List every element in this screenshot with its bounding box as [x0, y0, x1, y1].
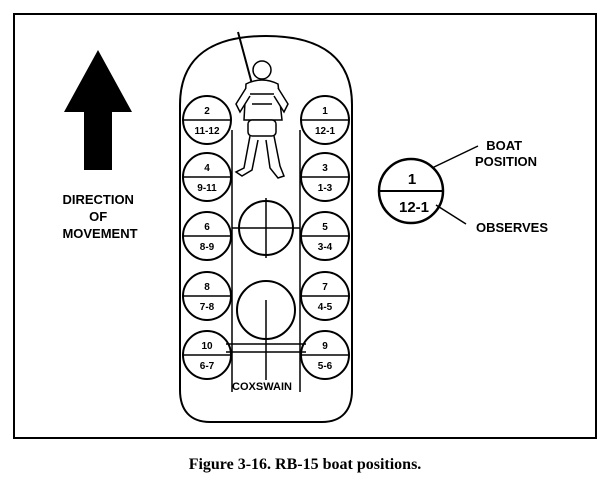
seat-observes-sector: 11-12: [194, 126, 219, 137]
seat-position-number: 9: [322, 341, 328, 352]
seat-position-number: 6: [204, 222, 210, 233]
legend-position-value: 1: [408, 171, 416, 188]
seat-position-10: 10 6-7: [182, 330, 232, 380]
boat-hull: [179, 34, 353, 423]
seat-observes-sector: 1-3: [318, 183, 333, 194]
seat-position-3: 3 1-3: [300, 152, 350, 202]
seat-position-7: 7 4-5: [300, 271, 350, 321]
seat-position-number: 3: [322, 163, 328, 174]
seat-position-number: 10: [201, 341, 213, 352]
seat-position-1: 1 12-1: [300, 95, 350, 145]
seat-observes-sector: 6-7: [200, 361, 215, 372]
soldier-figure: [234, 31, 289, 179]
direction-arrow-icon: [64, 50, 132, 170]
legend-position-leader: [431, 145, 479, 169]
coxswain-label: COXSWAIN: [232, 381, 292, 393]
seat-position-8: 8 7-8: [182, 271, 232, 321]
seat-position-number: 2: [204, 106, 210, 117]
direction-label: DIRECTION OF MOVEMENT: [62, 192, 137, 241]
seat-position-number: 8: [204, 282, 210, 293]
seat-position-2: 2 11-12: [182, 95, 232, 145]
legend-observes-leader: [435, 204, 467, 225]
seat-observes-sector: 3-4: [318, 242, 333, 253]
seat-position-number: 4: [204, 163, 210, 174]
seat-observes-sector: 8-9: [200, 242, 215, 253]
legend-position-label: BOAT POSITION: [475, 138, 537, 169]
figure-frame: [13, 13, 597, 439]
legend-observes-label: OBSERVES: [476, 220, 548, 235]
thwart-circle-rear: [236, 280, 296, 380]
legend-observes-value: 12-1: [399, 199, 429, 216]
thwart-circle-front: [232, 198, 300, 258]
seat-position-number: 5: [322, 222, 328, 233]
seat-positions: 2 11-12 1 12-1 4 9-11 3 1-3 6 8-9 5 3-4 8 7-8 7 4-5 10 6-…: [182, 95, 350, 380]
seat-observes-sector: 4-5: [318, 302, 333, 313]
seat-position-number: 7: [322, 282, 328, 293]
seat-observes-sector: 12-1: [315, 126, 335, 137]
seat-position-4: 4 9-11: [182, 152, 232, 202]
seat-position-6: 6 8-9: [182, 211, 232, 261]
seat-observes-sector: 7-8: [200, 302, 215, 313]
seat-position-9: 9 5-6: [300, 330, 350, 380]
seat-observes-sector: 5-6: [318, 361, 333, 372]
seat-position-number: 1: [322, 106, 328, 117]
seat-observes-sector: 9-11: [197, 183, 217, 194]
legend: 1 12-1 BOAT POSITION OBSERVES: [377, 138, 548, 235]
figure-caption: Figure 3-16. RB-15 boat positions.: [189, 456, 422, 473]
seat-position-5: 5 3-4: [300, 211, 350, 261]
